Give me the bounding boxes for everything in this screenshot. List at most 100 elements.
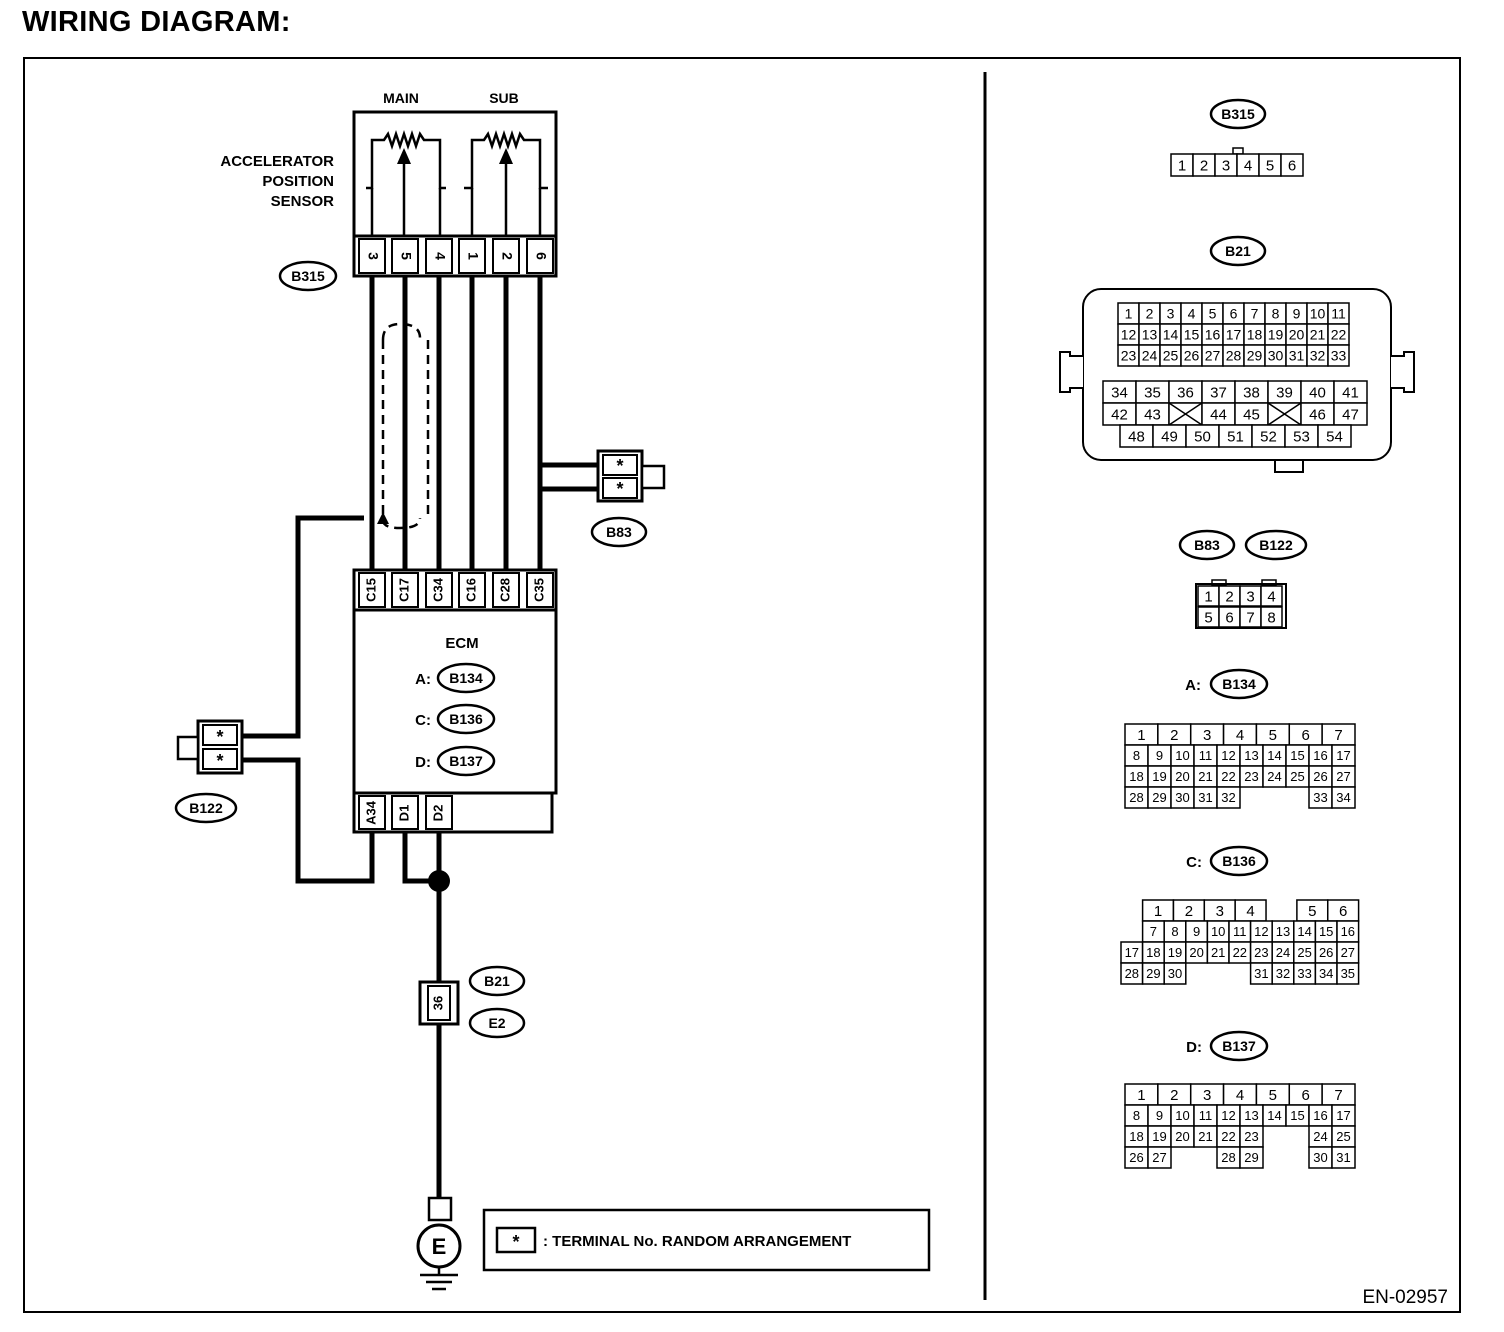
connector-pin-number: 20 bbox=[1175, 769, 1189, 784]
ground-connector: 36 bbox=[418, 980, 460, 1026]
ground-connector-id: E2 bbox=[488, 1015, 505, 1031]
ecm-connector-prefix: C: bbox=[415, 712, 431, 729]
connector-pin-number: 27 bbox=[1336, 769, 1350, 784]
b83-label-text: B83 bbox=[606, 524, 632, 540]
ecm-connector-prefix: D: bbox=[415, 754, 431, 771]
sensor-ecm-wires bbox=[369, 276, 543, 570]
connector-pin-number: 16 bbox=[1341, 924, 1355, 939]
connector-pin-number: 24 bbox=[1276, 945, 1290, 960]
document-code: EN-02957 bbox=[1362, 1287, 1448, 1308]
connector-pin-number: 2 bbox=[1185, 903, 1193, 920]
accelerator-position-sensor: MAIN SUB ACCELERATOR POSITION SENSOR bbox=[220, 90, 558, 278]
connector-pin-number: 16 bbox=[1313, 1108, 1327, 1123]
connector-pin-number: 14 bbox=[1267, 748, 1281, 763]
connector-pin-number: 32 bbox=[1276, 966, 1290, 981]
sensor-sub-label: SUB bbox=[489, 90, 519, 106]
connector-pin-number: 47 bbox=[1342, 406, 1359, 423]
legend-box: * : TERMINAL No. RANDOM ARRANGEMENT bbox=[482, 1208, 931, 1272]
connector-pin-cell bbox=[1260, 585, 1283, 607]
ecm-top-pin: C15 bbox=[363, 578, 378, 602]
connector-pin-number: 10 bbox=[1310, 306, 1326, 322]
connector-pin-number: 51 bbox=[1227, 428, 1244, 445]
b83-label: B83 bbox=[590, 516, 648, 548]
connector-pin-number: 20 bbox=[1175, 1129, 1189, 1144]
connector-pin-number: 31 bbox=[1198, 790, 1212, 805]
diagram-frame bbox=[23, 57, 1461, 1313]
connector-pin-number: 17 bbox=[1226, 327, 1242, 343]
connector-pin-number: 27 bbox=[1341, 945, 1355, 960]
connector-pin-number: 31 bbox=[1289, 348, 1305, 364]
b83-pin: * bbox=[616, 479, 623, 499]
connector-pin-number: 13 bbox=[1244, 1108, 1258, 1123]
ecm: C15 C17 C34 C16 C28 C35 ECM A: B134 C: B… bbox=[352, 568, 558, 834]
connector-pin-number: 20 bbox=[1189, 945, 1203, 960]
connector-pin-number: 38 bbox=[1243, 384, 1260, 401]
unused-pin-mark bbox=[1267, 402, 1302, 426]
connector-pin-number: 52 bbox=[1260, 428, 1277, 445]
connector-pin-number: 44 bbox=[1210, 406, 1227, 423]
connector-pin-cell bbox=[1327, 344, 1350, 367]
connector-pin-number: 10 bbox=[1211, 924, 1225, 939]
connector-pin-number: 8 bbox=[1272, 306, 1280, 322]
connector-pin-number: 4 bbox=[1236, 1087, 1244, 1104]
connector-pin-number: 17 bbox=[1336, 1108, 1350, 1123]
main-potentiometer bbox=[366, 130, 446, 236]
connector-pin-number: 26 bbox=[1184, 348, 1200, 364]
connector-pin-number: 25 bbox=[1163, 348, 1179, 364]
ecm-top-pin: C35 bbox=[531, 578, 546, 602]
connector-pin-number: 7 bbox=[1251, 306, 1259, 322]
connector-pin-number: 32 bbox=[1221, 790, 1235, 805]
connector-pin-number: 26 bbox=[1313, 769, 1327, 784]
connector-pin-number: 13 bbox=[1276, 924, 1290, 939]
connector-pin-cell bbox=[1147, 1146, 1172, 1169]
connector-pin-number: 19 bbox=[1268, 327, 1284, 343]
connector-pin-number: 12 bbox=[1254, 924, 1268, 939]
ecm-top-pin-cells bbox=[358, 572, 554, 608]
connector-pin-number: 6 bbox=[1339, 903, 1347, 920]
connector-pin-number: 5 bbox=[1308, 903, 1316, 920]
connector-pin-number: 23 bbox=[1244, 769, 1258, 784]
connector-pin-cell bbox=[1280, 153, 1304, 177]
connector-pin-number: 6 bbox=[1288, 157, 1296, 174]
unused-pin-mark bbox=[1168, 402, 1203, 426]
connector-pin-number: 7 bbox=[1334, 1087, 1342, 1104]
connector-pin-cell bbox=[1331, 1146, 1356, 1169]
ecm-bottom-pin: D2 bbox=[430, 805, 445, 822]
connector-pin-number: 10 bbox=[1175, 1108, 1189, 1123]
ecm-top-pin: C34 bbox=[430, 577, 445, 602]
connector-pin-number: 34 bbox=[1319, 966, 1333, 981]
connector-pin-number: 35 bbox=[1341, 966, 1355, 981]
connector-pin-number: 7 bbox=[1334, 727, 1342, 744]
connector-pin-number: 9 bbox=[1156, 1108, 1163, 1123]
b315-label: B315 bbox=[278, 260, 338, 292]
connector-pin-number: 30 bbox=[1175, 790, 1189, 805]
connector-pin-number: 8 bbox=[1133, 748, 1140, 763]
connector-pin-number: 13 bbox=[1244, 748, 1258, 763]
connector-pin-number: 5 bbox=[1269, 1087, 1277, 1104]
connector-pin-number: 3 bbox=[1246, 588, 1254, 605]
connector-pin-number: 3 bbox=[1203, 1087, 1211, 1104]
b122-joint-connector: * * bbox=[176, 719, 244, 775]
connector-pin-number: 22 bbox=[1221, 769, 1235, 784]
connector-pin-number: 30 bbox=[1268, 348, 1284, 364]
connector-pin-number: 20 bbox=[1289, 327, 1305, 343]
connector-pin-number: 7 bbox=[1150, 924, 1157, 939]
ground-connector-labels: B21 E2 bbox=[468, 965, 526, 1039]
page-title: WIRING DIAGRAM: bbox=[22, 6, 291, 38]
connector-pin-number: 21 bbox=[1310, 327, 1326, 343]
connector-pin-number: 23 bbox=[1254, 945, 1268, 960]
connector-pin-number: 15 bbox=[1290, 1108, 1304, 1123]
sensor-pin-cells bbox=[358, 238, 554, 274]
legend-symbol: * bbox=[512, 1232, 519, 1252]
connector-pin-number: 4 bbox=[1246, 903, 1254, 920]
connector-pin-number: 2 bbox=[1146, 306, 1154, 322]
connector-pin-number: 53 bbox=[1293, 428, 1310, 445]
connector-pin-number: 46 bbox=[1309, 406, 1326, 423]
ecm-connector-id: B134 bbox=[449, 670, 483, 686]
connector-pin-number: 32 bbox=[1310, 348, 1326, 364]
connector-pin-number: 17 bbox=[1125, 945, 1139, 960]
connector-pin-number: 8 bbox=[1267, 609, 1275, 626]
